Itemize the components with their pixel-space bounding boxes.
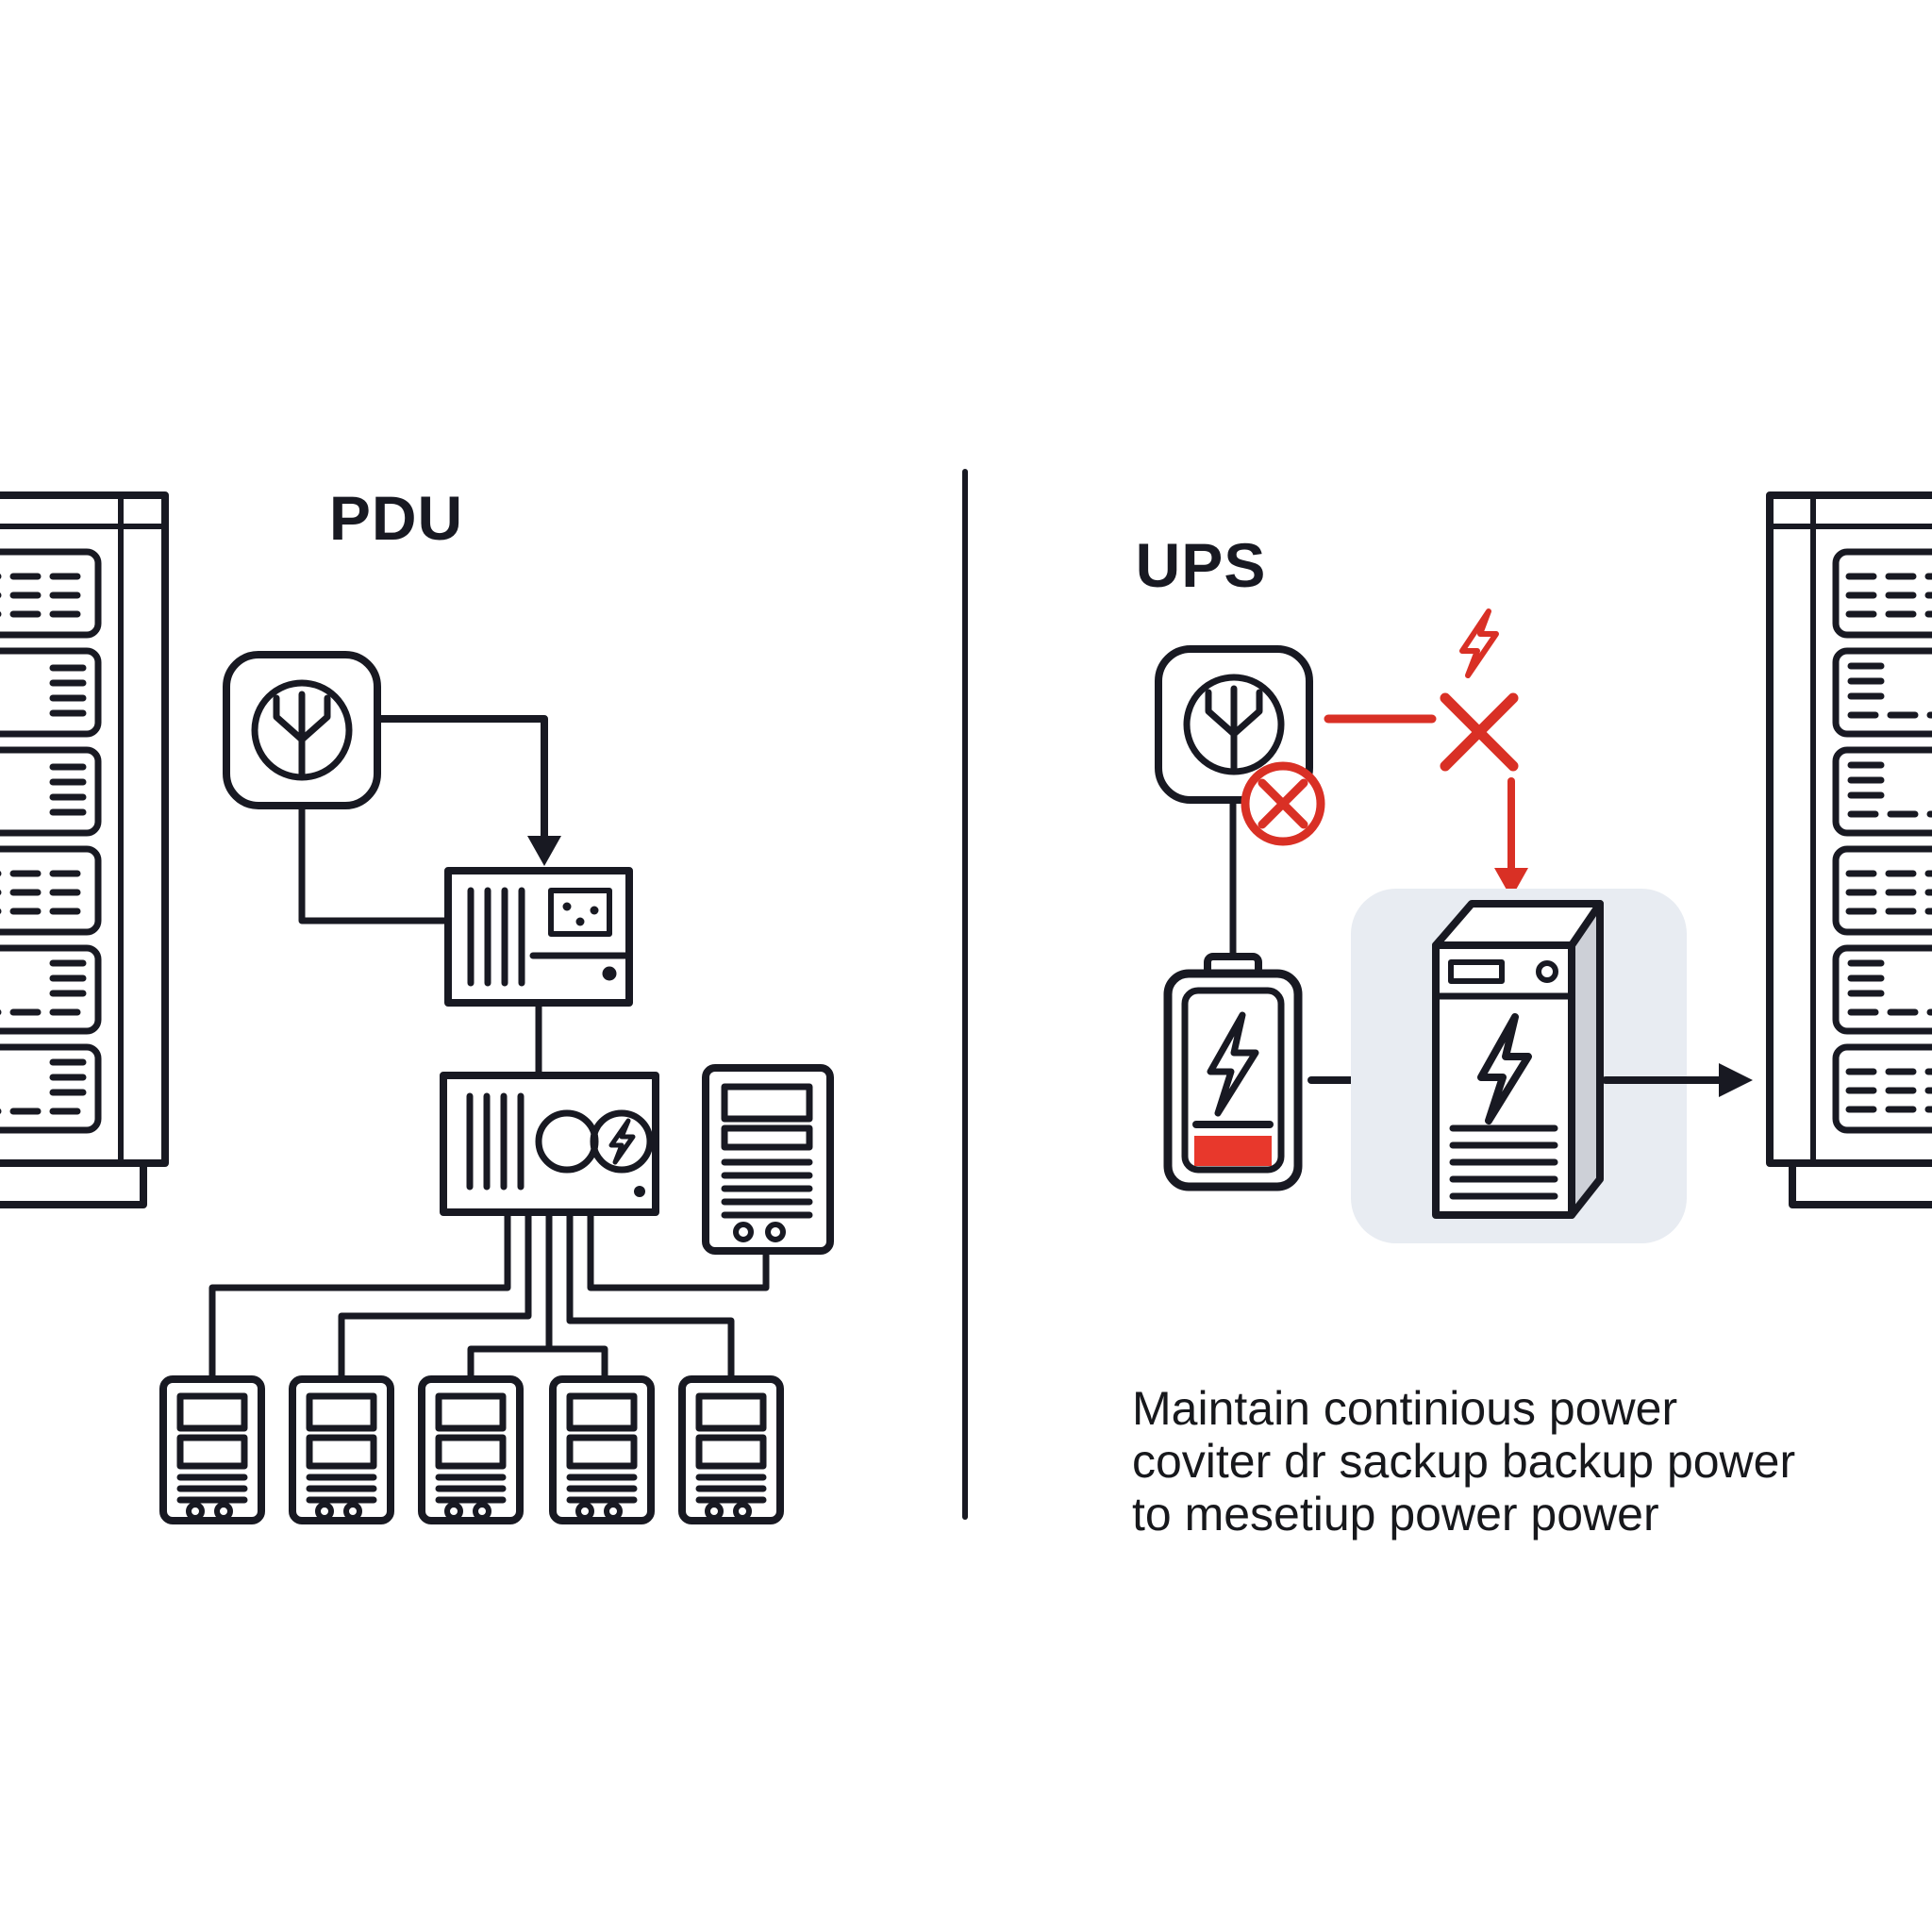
status-dot (634, 1186, 645, 1197)
caption-line: coviter dr sackup backup power (1132, 1435, 1795, 1488)
server-rack-left (0, 491, 169, 1208)
rack-module (0, 548, 102, 639)
low-charge-bar (1194, 1136, 1272, 1166)
rack-server (289, 1375, 394, 1524)
server-rack-right (1766, 491, 1932, 1208)
rack-server (678, 1375, 784, 1524)
rack-module (1832, 548, 1932, 639)
pdu-title: PDU (329, 483, 463, 553)
source-to-pdu-cable (298, 802, 452, 924)
ups-lightning-icon (1477, 1013, 1532, 1124)
rack-module (1832, 1043, 1932, 1134)
caption-line: to mesetiup power power (1132, 1488, 1659, 1541)
power-surge-lightning-icon (1459, 608, 1499, 678)
rack-base (0, 1159, 147, 1208)
rack-server (418, 1375, 524, 1524)
rack-module (1832, 944, 1932, 1035)
ups-title: UPS (1136, 530, 1267, 600)
rack-module (0, 746, 102, 837)
power-outlet-icon (548, 888, 612, 937)
low-battery-icon (1163, 953, 1303, 1191)
pdu-distribution-strip (440, 1072, 659, 1216)
plug-trident-glyph (1205, 685, 1263, 772)
rack-server (159, 1375, 265, 1524)
rack-module (1832, 845, 1932, 936)
power-cut-badge-icon (1241, 761, 1325, 846)
distribution-cables (208, 1208, 770, 1383)
ups-power-button (1536, 960, 1558, 983)
flow-arrow-icon (1602, 1063, 1753, 1097)
rack-module (1832, 647, 1932, 738)
ups-display (1448, 959, 1505, 984)
flow-arrow-down-icon (374, 715, 561, 866)
power-loss-arrow-icon (1494, 777, 1528, 898)
rack-module (1832, 746, 1932, 837)
tower-server (702, 1064, 834, 1255)
status-dot (602, 966, 617, 981)
disconnect-x-icon (1440, 692, 1519, 772)
rack-module (0, 845, 102, 936)
battery-lightning-icon (1207, 1011, 1259, 1117)
plug-trident-glyph (273, 691, 331, 777)
ups-caption: Maintain continious power coviter dr sac… (1132, 1382, 1795, 1541)
rack-server-row (159, 1375, 784, 1524)
ups-unit (1432, 900, 1604, 1219)
pdu-main-unit (444, 867, 633, 1007)
rack-module (0, 1043, 102, 1134)
lightning-port-icon (590, 1109, 654, 1174)
power-source-icon (223, 651, 381, 809)
rack-base (1789, 1159, 1932, 1208)
rack-module (0, 647, 102, 738)
rack-server (549, 1375, 655, 1524)
caption-line: Maintain continious power (1132, 1382, 1677, 1435)
rack-module (0, 944, 102, 1035)
